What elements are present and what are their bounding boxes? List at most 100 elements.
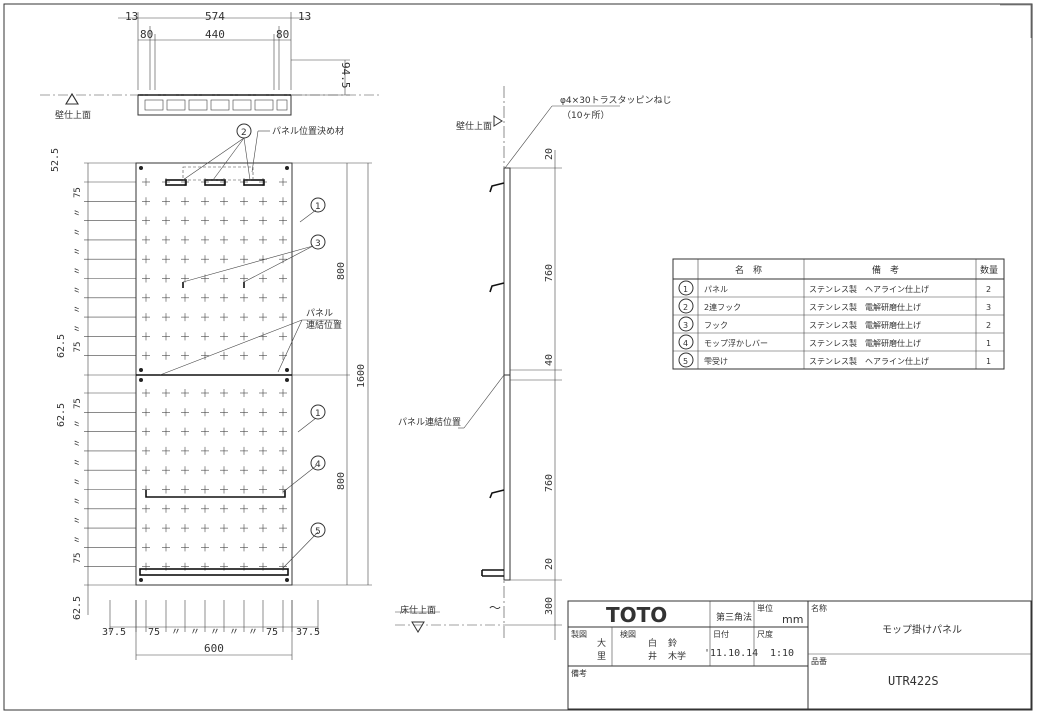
dim-left-joint-b: 62.5 (56, 403, 67, 427)
balloon-3: 3 (315, 239, 321, 249)
table-row-note: ステンレス製 電解研磨仕上げ (809, 338, 921, 348)
table-row-qty: 2 (986, 285, 991, 294)
checked-label: 検図 (620, 629, 636, 639)
dim-plan-center: 440 (205, 28, 225, 41)
callout-joint-1: パネル (306, 308, 333, 319)
wall-finish-label: 壁仕上面 (55, 109, 91, 121)
name-label: 名称 (811, 603, 827, 613)
table-row-name: モップ浮かしバー (704, 338, 768, 348)
left-dim-label: 〃 (73, 477, 83, 486)
table-row-note: ステンレス製 電解研磨仕上げ (809, 302, 921, 312)
bottom-dim-label: 75 (148, 627, 160, 638)
dim-right-upper: 800 (336, 262, 347, 280)
side-dim-lower: 760 (544, 474, 555, 492)
unit-label: 単位 (757, 603, 773, 613)
dim-plan-depth: 94.5 (339, 62, 352, 89)
table-row-note: ステンレス製 ヘアライン仕上げ (809, 284, 929, 294)
remarks-label: 備考 (571, 668, 587, 678)
left-dim-label: 〃 (73, 516, 83, 525)
drip-tray-part (139, 568, 289, 576)
side-dim-upper: 760 (544, 264, 555, 282)
dim-left-joint-a: 62.5 (56, 334, 67, 358)
dim-plan-left: 80 (140, 28, 153, 41)
dim-left-bottom: 62.5 (72, 596, 83, 620)
side-joint-label: パネル連結位置 (398, 416, 461, 428)
checked-by-2: 井 (648, 650, 657, 662)
toto-logo: TOTO (606, 603, 667, 627)
bottom-dim-label: 〃 (248, 627, 258, 638)
balloon-5: 5 (315, 527, 321, 537)
title-block (567, 600, 1032, 710)
side-dim-joint: 40 (544, 354, 555, 366)
dim-right-lower: 800 (336, 472, 347, 490)
left-dim-label: 〃 (73, 324, 83, 333)
left-dim-label: 75 (73, 187, 83, 198)
table-header-note: 備 考 (872, 264, 899, 276)
side-view (395, 86, 620, 640)
checked-by-3: 鈴 (668, 637, 677, 649)
drawn-label: 製図 (571, 629, 587, 639)
left-dim-label: 〃 (73, 266, 83, 275)
left-dim-label: 〃 (73, 496, 83, 505)
screw-count: （10ヶ所） (562, 110, 609, 121)
left-extension-lines (84, 162, 136, 586)
left-dim-label: 75 (73, 398, 83, 409)
product-label: 品番 (811, 656, 827, 666)
table-row-name: フック (704, 321, 728, 330)
front-view (84, 123, 372, 660)
callout-locator: パネル位置決め材 (272, 125, 344, 137)
table-row-no: 2 (683, 303, 688, 312)
left-dim-label: 〃 (73, 419, 83, 428)
dim-top-total: 574 (205, 10, 225, 23)
dim-top-right: 13 (298, 10, 311, 23)
left-dim-label: 〃 (73, 458, 83, 467)
drawing-name: モップ掛けパネル (882, 623, 962, 636)
break-mark: 〜 (489, 601, 501, 615)
table-row-qty: 1 (986, 357, 991, 366)
bottom-dim-label: 37.5 (296, 627, 320, 638)
table-row-no: 1 (683, 285, 688, 294)
scale-value: 1:10 (770, 648, 794, 659)
mop-bar-part (145, 490, 286, 498)
balloon-1b: 1 (315, 409, 321, 419)
bottom-dim-label: 〃 (229, 627, 239, 638)
table-row-no: 5 (683, 357, 688, 366)
table-row-name: 雫受け (704, 356, 728, 366)
left-dim-label: 75 (73, 553, 83, 564)
side-dim-floor: 300 (544, 597, 555, 615)
floor-marker-icon (411, 621, 425, 633)
top-plan-view (40, 12, 380, 116)
date-value: '11.10.14 (704, 648, 758, 659)
dim-right-total: 1600 (356, 364, 367, 388)
checked-by-4: 木学 (668, 650, 686, 662)
parts-table (672, 258, 1005, 370)
bottom-dim-label: 37.5 (102, 627, 126, 638)
dim-width: 600 (204, 642, 224, 655)
side-panel-outline (503, 167, 511, 581)
screw-note: φ4×30トラスタッピンねじ (560, 95, 671, 106)
left-dim-label: 〃 (73, 228, 83, 237)
table-row-name: パネル (704, 285, 728, 294)
callout-joint-2: 連結位置 (306, 319, 342, 331)
table-row-no: 4 (683, 339, 688, 348)
left-dim-label: 〃 (73, 247, 83, 256)
drawn-by-2: 里 (597, 651, 606, 662)
double-hook-part (165, 166, 265, 186)
dim-left-top: 52.5 (50, 148, 61, 172)
corner-mark (1000, 4, 1032, 38)
table-header-name: 名 称 (735, 264, 762, 276)
table-header-qty: 数量 (980, 264, 998, 276)
left-dim-label: 〃 (73, 305, 83, 314)
drawn-by-1: 大 (597, 637, 606, 649)
table-row-no: 3 (683, 321, 688, 330)
balloon-1a: 1 (315, 202, 321, 212)
table-row-note: ステンレス製 電解研磨仕上げ (809, 320, 921, 330)
wall-marker-icon (65, 93, 79, 105)
bottom-dim-label: 〃 (171, 627, 181, 638)
left-dim-label: 〃 (73, 285, 83, 294)
